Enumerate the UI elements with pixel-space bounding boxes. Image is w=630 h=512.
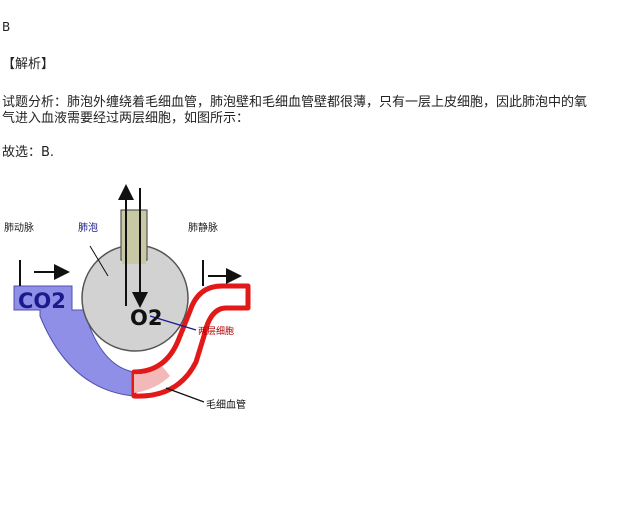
alveolus-label: 肺泡	[78, 221, 98, 234]
alveolus-gas-exchange-diagram: 肺动脉 肺泡 肺静脉 CO2 O2 两层细胞 毛细血管	[4, 184, 251, 411]
capillary-pointer	[165, 387, 205, 403]
conclusion-text: 故选：B.	[2, 145, 55, 160]
capillary-label: 毛细血管	[206, 398, 246, 411]
o2-label: O2	[130, 306, 162, 330]
co2-label: CO2	[18, 289, 66, 313]
bronchiole-tube	[120, 209, 148, 261]
pulmonary-artery-label: 肺动脉	[4, 221, 34, 234]
analysis-line-2: 气进入血液需要经过两层细胞，如图所示：	[2, 111, 250, 126]
alveolus-pointer	[89, 245, 109, 277]
two-layers-pointer	[149, 315, 197, 331]
pulmonary-vein-label: 肺静脉	[188, 221, 218, 234]
capillary-red-wash	[134, 366, 170, 393]
analysis-line-1: 试题分析：肺泡外缠绕着毛细血管，肺泡壁和毛细血管壁都很薄，只有一层上皮细胞，因此…	[2, 95, 588, 110]
answer-text: B	[2, 20, 11, 34]
analysis-heading: 【解析】	[2, 57, 55, 72]
two-layers-label: 两层细胞	[198, 325, 234, 337]
